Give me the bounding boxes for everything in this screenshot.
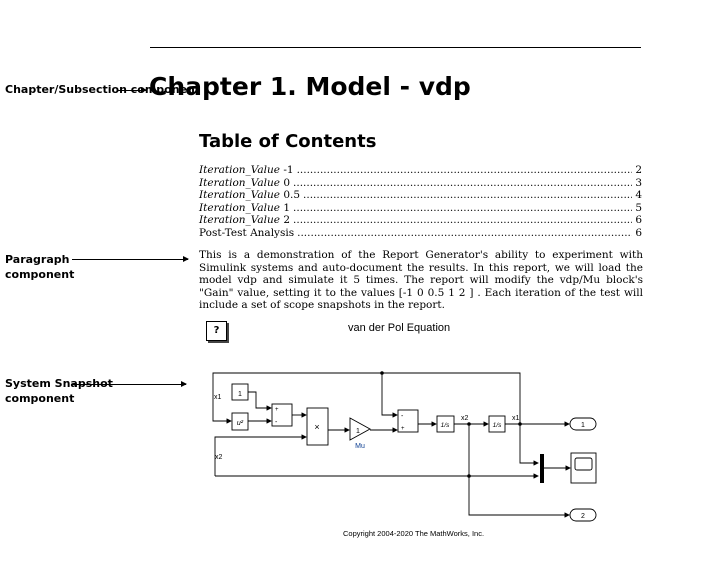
- svg-text:+: +: [275, 407, 279, 413]
- svg-text:1/s: 1/s: [441, 422, 450, 429]
- diagram-title: van der Pol Equation: [348, 322, 451, 334]
- mux-block: [540, 454, 544, 483]
- svg-text:1: 1: [581, 422, 585, 429]
- toc-entry[interactable]: Iteration_Value 1 5: [199, 202, 642, 215]
- annotation-snapshot: System Snapshot component: [5, 377, 113, 405]
- toc-entry-label: Iteration_Value 0.5: [199, 189, 301, 201]
- annotation-chapter: Chapter/Subsection component: [5, 83, 201, 96]
- square-label: u²: [237, 420, 244, 427]
- svg-text:+: +: [401, 426, 405, 432]
- toc-entry-label: Iteration_Value -1: [199, 164, 294, 176]
- copyright: Copyright 2004-2020 The MathWorks, Inc.: [343, 529, 485, 538]
- toc-page: 5: [635, 201, 642, 214]
- chapter-title: Chapter 1. Model - vdp: [149, 72, 471, 101]
- toc-entry[interactable]: Iteration_Value 2 6: [199, 214, 642, 227]
- arrow-icon: [72, 256, 189, 262]
- outport-2: [569, 508, 597, 522]
- svg-text:x2: x2: [215, 454, 223, 461]
- arrow-icon: [117, 87, 147, 93]
- toc-entry-label: Iteration_Value 1: [199, 201, 291, 214]
- help-button[interactable]: ?: [206, 321, 227, 341]
- gain-block: [349, 417, 371, 441]
- toc-page: 6: [635, 226, 642, 239]
- toc-entry-label: Iteration_Value 0: [199, 176, 291, 189]
- toc-title: Table of Contents: [199, 131, 377, 152]
- outport-1: [569, 417, 597, 431]
- toc-entry[interactable]: Iteration_Value 0.5 4: [199, 189, 642, 202]
- product-block: [306, 407, 329, 446]
- toc-entry[interactable]: Post-Test Analysis 6: [199, 227, 642, 240]
- constant-block: [231, 383, 249, 401]
- svg-text:-: -: [401, 413, 404, 420]
- constant-label: 1: [238, 391, 242, 398]
- toc-entry-label: Post-Test Analysis: [199, 226, 295, 239]
- svg-text:1: 1: [356, 428, 360, 435]
- toc-entry[interactable]: Iteration_Value 0 3: [199, 177, 642, 190]
- table-of-contents: Iteration_Value -12Iteration_Value 03Ite…: [199, 164, 642, 239]
- toc-page: 6: [635, 214, 642, 226]
- svg-text:1/s: 1/s: [493, 422, 502, 429]
- header-rule: [150, 47, 641, 48]
- toc-page: 4: [635, 189, 642, 201]
- svg-text:x2: x2: [461, 415, 469, 422]
- toc-page: 2: [635, 164, 642, 176]
- paragraph: This is a demonstration of the Report Ge…: [199, 249, 643, 312]
- gain-name: Mu: [355, 443, 365, 450]
- toc-entry-label: Iteration_Value 2: [199, 214, 291, 226]
- annotation-paragraph: Paragraph component: [5, 253, 75, 281]
- sum-block: [271, 403, 293, 427]
- toc-entry[interactable]: Iteration_Value -1 2: [199, 164, 642, 177]
- svg-text:×: ×: [314, 422, 319, 432]
- svg-text:-: -: [275, 419, 278, 426]
- square-block: [231, 412, 249, 431]
- svg-text:x1: x1: [214, 394, 222, 401]
- integrator-block: [488, 415, 506, 433]
- svg-text:x1: x1: [512, 415, 520, 422]
- toc-page: 3: [635, 176, 642, 189]
- svg-text:2: 2: [581, 513, 585, 520]
- integrator-block: [436, 415, 455, 433]
- arrow-icon: [72, 381, 187, 387]
- sum-block: [397, 409, 419, 433]
